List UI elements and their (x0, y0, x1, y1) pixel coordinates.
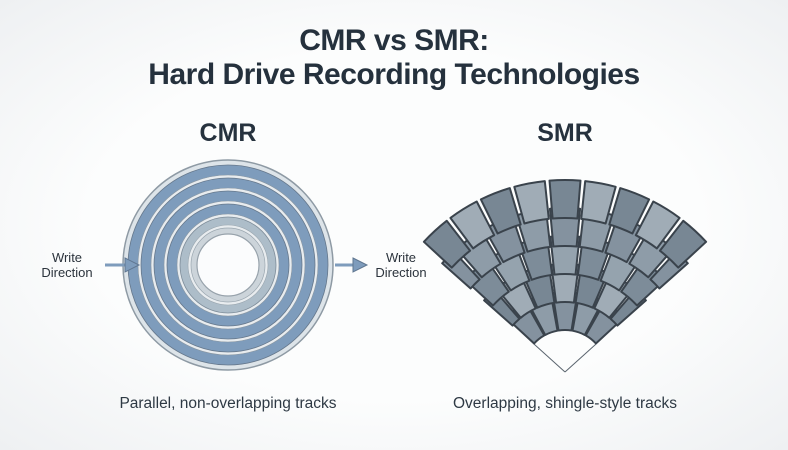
smr-shingle-tile (449, 200, 496, 250)
smr-shingle-tile (580, 180, 617, 225)
smr-shingle-tile (658, 219, 708, 269)
cmr-caption: Parallel, non-overlapping tracks (119, 395, 337, 412)
write-direction-label-right: Write Direction (375, 250, 427, 280)
cmr-heading: CMR (199, 119, 257, 147)
smr-shingle-tile (422, 219, 472, 269)
smr-caption: Overlapping, shingle-style tracks (453, 395, 677, 412)
smr-shingle-tile (608, 187, 651, 235)
write-direction-arrow-left (105, 257, 141, 273)
cmr-track-rings (122, 159, 334, 371)
page-title: CMR vs SMR: Hard Drive Recording Technol… (0, 24, 788, 92)
write-direction-arrow-right (335, 257, 369, 273)
smr-apex-line (533, 343, 566, 373)
smr-apex-line (564, 343, 597, 373)
smr-shingle-tile (548, 178, 582, 220)
title-line-1: CMR vs SMR: (299, 24, 489, 57)
smr-shingle-tile (513, 180, 550, 225)
smr-heading: SMR (537, 119, 593, 147)
smr-shingles-diagram (422, 178, 708, 373)
smr-shingle-tile (634, 200, 681, 250)
smr-shingle-tile (479, 187, 522, 235)
title-line-2: Hard Drive Recording Technologies (148, 58, 640, 91)
cmr-disk-diagram (105, 159, 369, 371)
write-direction-label-left: Write Direction (41, 250, 93, 280)
